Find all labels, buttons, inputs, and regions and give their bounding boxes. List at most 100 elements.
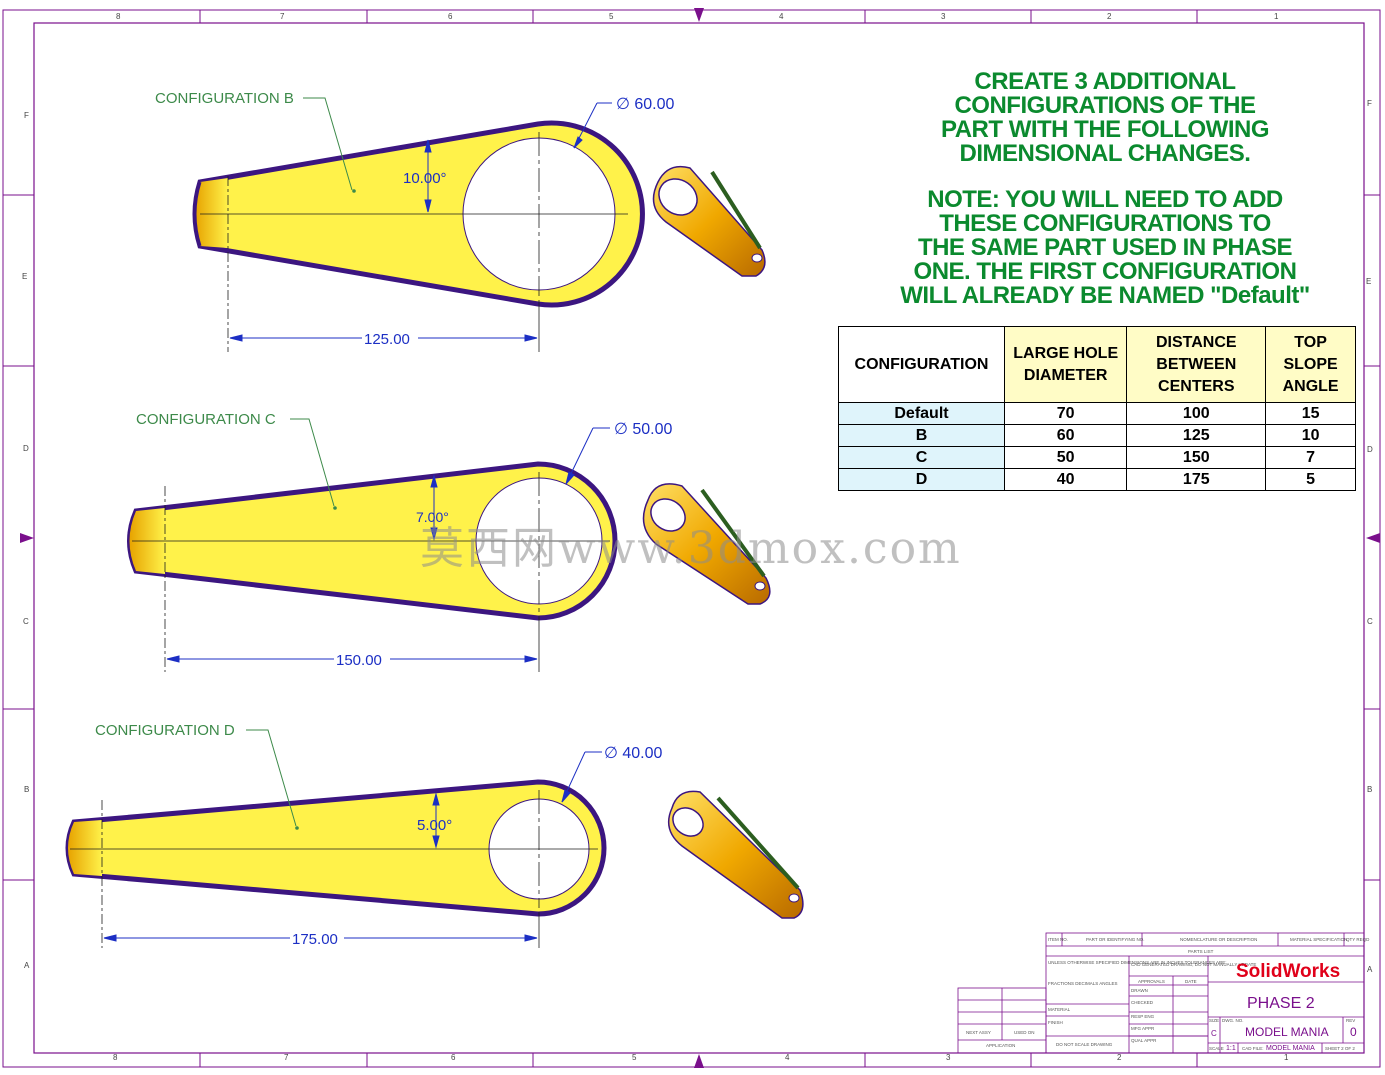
config-c-diameter: ∅ 50.00 xyxy=(614,421,673,438)
tb-finish: FINISH xyxy=(1048,1020,1063,1025)
zone-bottom-4: 5 xyxy=(632,1053,637,1062)
title-block xyxy=(957,932,1365,1054)
configuration-table: CONFIGURATION LARGE HOLE DIAMETER DISTAN… xyxy=(838,326,1356,491)
table-cell: 50 xyxy=(1003,446,1128,469)
tb-tolerance-values: FRACTIONS DECIMALS ANGLES xyxy=(1048,981,1118,986)
table-row: C 50 150 7 xyxy=(838,446,1356,469)
tb-used-on: USED ON xyxy=(1014,1030,1035,1035)
center-arrows xyxy=(20,8,1380,1068)
zone-left-c: C xyxy=(23,617,29,626)
table-row: Default 70 100 15 xyxy=(838,402,1356,425)
tb-size-label: SIZE xyxy=(1209,1018,1219,1023)
table-cell: 7 xyxy=(1265,446,1356,469)
tb-material: MATERIAL xyxy=(1048,1007,1071,1012)
table-cell: D xyxy=(838,468,1005,491)
part-b-tip-outline xyxy=(193,181,202,247)
table-cell: Default xyxy=(838,402,1005,425)
tb-sheet: SHEET 2 OF 2 xyxy=(1325,1046,1355,1051)
configuration-c-view: CONFIGURATION C ∅ 50.00 7.00° 150.00 xyxy=(127,411,771,672)
table-cell: 175 xyxy=(1126,468,1267,491)
note-line: THESE CONFIGURATIONS TO xyxy=(939,210,1271,237)
iso-part-c xyxy=(642,483,771,605)
table-cell: 5 xyxy=(1265,468,1356,491)
zone-top-8: 1 xyxy=(1274,12,1279,21)
table-cell: 125 xyxy=(1126,424,1267,447)
tb-nomenclature: NOMENCLATURE OR DESCRIPTION xyxy=(1180,937,1257,942)
zone-bottom-2: 7 xyxy=(284,1053,289,1062)
zone-right-b: B xyxy=(1367,785,1372,794)
part-d-tip-shade xyxy=(68,820,102,876)
zone-left-e: E xyxy=(22,272,27,281)
config-d-distance: 175.00 xyxy=(292,931,338,948)
tb-cad-note: CAD GENERATED DRAWING, DO NOT MANUALLY U… xyxy=(1131,962,1256,967)
note-line: CONFIGURATIONS OF THE xyxy=(954,92,1256,119)
config-b-diameter: ∅ 60.00 xyxy=(616,96,675,113)
tb-size: C xyxy=(1211,1029,1217,1038)
table-cell: 10 xyxy=(1265,424,1356,447)
table-row: B 60 125 10 xyxy=(838,424,1356,447)
tb-material-spec: MATERIAL SPECIFICATION xyxy=(1290,937,1347,942)
tb-scale-label: SCALE xyxy=(1209,1046,1224,1051)
header-large-hole-diameter: LARGE HOLE DIAMETER xyxy=(1003,326,1128,403)
table-cell: 70 xyxy=(1003,402,1128,425)
header-distance-between-centers: DISTANCE BETWEEN CENTERS xyxy=(1126,326,1267,403)
tb-resp-eng: RESP ENG xyxy=(1131,1014,1155,1019)
part-b-tip-shade xyxy=(195,178,228,248)
zone-top-2: 7 xyxy=(280,12,285,21)
configuration-d-view: CONFIGURATION D ∅ 40.00 5.00° 175.00 xyxy=(65,722,804,948)
tb-cad-file-label: CAD FILE: xyxy=(1242,1046,1264,1051)
zone-left-a: A xyxy=(24,961,30,970)
note-line: THE SAME PART USED IN PHASE xyxy=(917,234,1293,261)
zone-bottom-6: 3 xyxy=(946,1053,951,1062)
zone-bottom-5: 4 xyxy=(785,1053,790,1062)
tb-do-not-scale: DO NOT SCALE DRAWING xyxy=(1056,1042,1113,1047)
zone-top-3: 6 xyxy=(448,12,453,21)
zone-bottom-7: 2 xyxy=(1117,1053,1122,1062)
table-header-row: CONFIGURATION LARGE HOLE DIAMETER DISTAN… xyxy=(838,326,1356,403)
zone-bottom-3: 6 xyxy=(451,1053,456,1062)
watermark-text: 莫西网www.3dmox.com xyxy=(420,523,962,574)
zone-bottom-8: 1 xyxy=(1284,1053,1289,1062)
zone-left-d: D xyxy=(23,444,29,453)
note-line: ONE. THE FIRST CONFIGURATION xyxy=(913,258,1297,285)
tb-drawn: DRAWN xyxy=(1131,988,1148,993)
tb-qty-reqd: QTY REQD xyxy=(1346,937,1370,942)
tb-part-no: PART OR IDENTIFYING NO. xyxy=(1086,937,1145,942)
zone-ticks xyxy=(3,10,1380,1067)
table-cell: B xyxy=(838,424,1005,447)
tb-approvals: APPROVALS xyxy=(1138,979,1165,984)
config-c-angle: 7.00° xyxy=(416,509,449,525)
tb-scale: 1:1 xyxy=(1226,1045,1236,1052)
config-d-label: CONFIGURATION D xyxy=(95,722,235,739)
tb-dwg-no: MODEL MANIA xyxy=(1245,1025,1329,1039)
config-b-label: CONFIGURATION B xyxy=(155,90,294,107)
tb-company: SolidWorks xyxy=(1236,961,1340,982)
tb-tolerance-note: UNLESS OTHERWISE SPECIFIED DIMENSIONS AR… xyxy=(1048,960,1227,965)
header-configuration: CONFIGURATION xyxy=(838,326,1005,403)
note-line: DIMENSIONAL CHANGES. xyxy=(959,140,1251,167)
tb-title: PHASE 2 xyxy=(1247,995,1315,1012)
zone-right-d: D xyxy=(1367,445,1373,454)
table-row: D 40 175 5 xyxy=(838,468,1356,491)
note-line: CREATE 3 ADDITIONAL xyxy=(974,68,1236,95)
tb-cad-file: MODEL MANIA xyxy=(1266,1045,1315,1052)
tb-rev-label: REV xyxy=(1346,1018,1355,1023)
config-c-distance: 150.00 xyxy=(336,652,382,669)
zone-right-f: F xyxy=(1367,99,1372,108)
zone-top-1: 8 xyxy=(116,12,121,21)
note-line: PART WITH THE FOLLOWING xyxy=(940,116,1270,143)
note-line: NOTE: YOU WILL NEED TO ADD xyxy=(927,186,1283,213)
table-cell: 100 xyxy=(1126,402,1267,425)
iso-part-b xyxy=(652,165,766,277)
zone-right-e: E xyxy=(1366,277,1371,286)
tb-application: APPLICATION xyxy=(986,1043,1015,1048)
table-cell: 150 xyxy=(1126,446,1267,469)
zone-right-c: C xyxy=(1367,617,1373,626)
header-top-slope-angle: TOP SLOPE ANGLE xyxy=(1265,326,1356,403)
zone-top-4: 5 xyxy=(609,12,614,21)
zone-bottom-1: 8 xyxy=(113,1053,118,1062)
zone-left-b: B xyxy=(24,785,29,794)
config-b-angle: 10.00° xyxy=(403,170,447,187)
iso-part-d xyxy=(667,790,804,919)
